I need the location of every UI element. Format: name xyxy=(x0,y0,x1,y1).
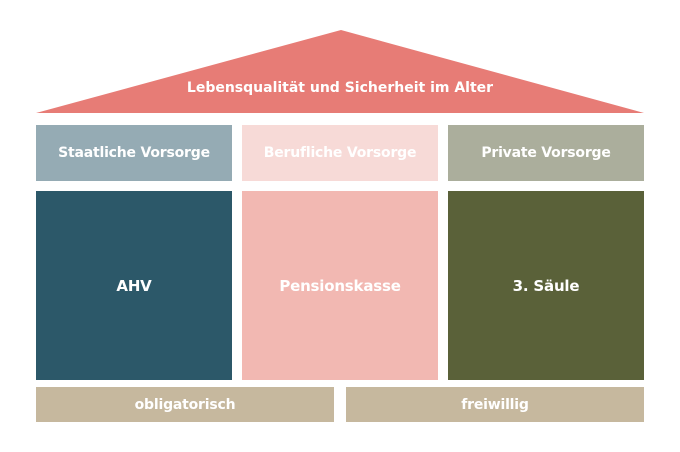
roof xyxy=(36,30,644,113)
pillar-header-staatlich: Staatliche Vorsorge xyxy=(36,125,232,181)
roof-triangle xyxy=(36,30,644,113)
roof-label: Lebensqualität und Sicherheit im Alter xyxy=(186,80,494,96)
pillar-header-privat: Private Vorsorge xyxy=(448,125,644,181)
foundation-freiwillig: freiwillig xyxy=(346,387,644,422)
pillar-saeule-3: 3. Säule xyxy=(448,191,644,380)
foundation-obligatorisch: obligatorisch xyxy=(36,387,334,422)
pillar-header-beruflich: Berufliche Vorsorge xyxy=(242,125,438,181)
pillar-pensionskasse: Pensionskasse xyxy=(242,191,438,380)
pillar-ahv: AHV xyxy=(36,191,232,380)
